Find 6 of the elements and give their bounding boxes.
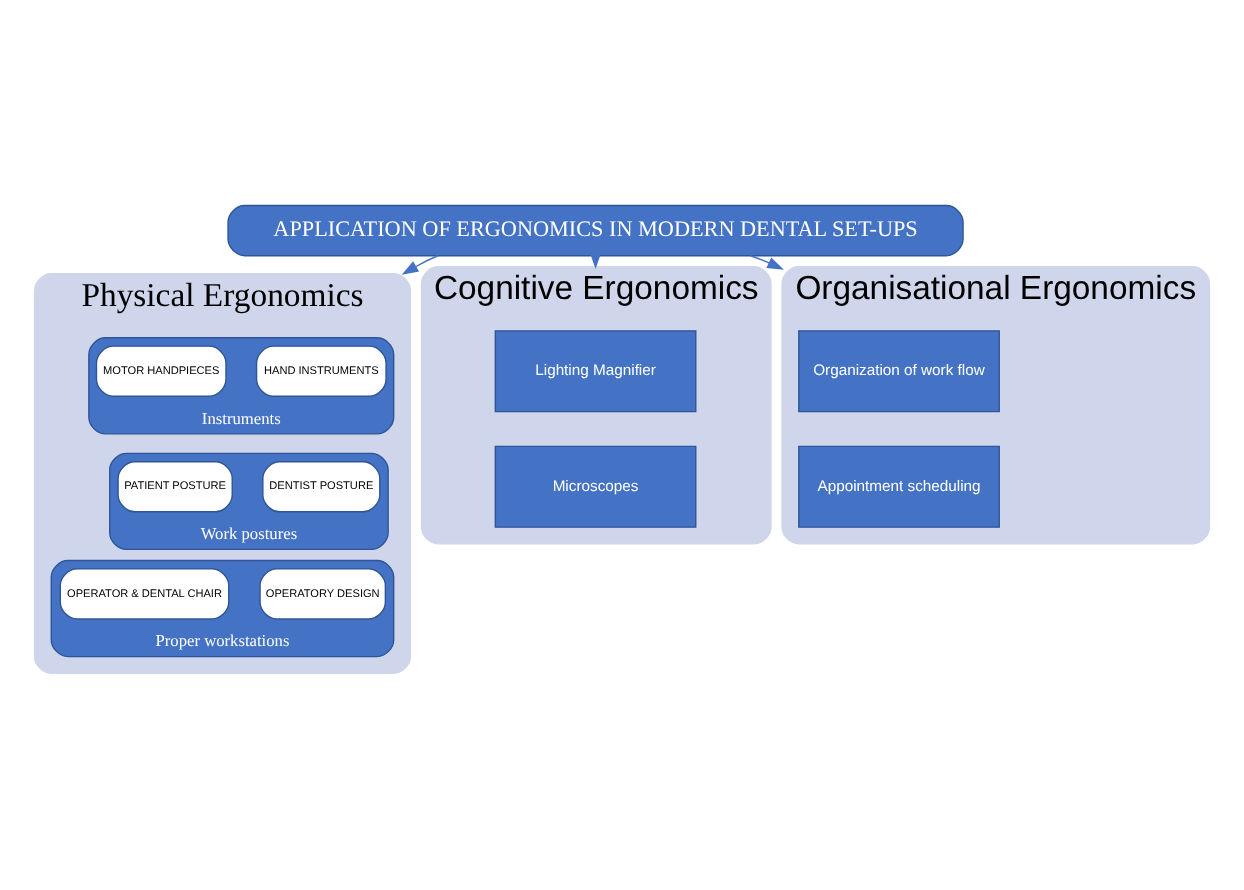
node-box: Lighting Magnifier [494,330,697,413]
arrow [401,255,439,275]
node-box: Microscopes [494,445,697,528]
arrow [749,255,784,270]
node-box: Organization of work flow [798,330,1000,413]
node-box: Appointment scheduling [798,445,1000,528]
